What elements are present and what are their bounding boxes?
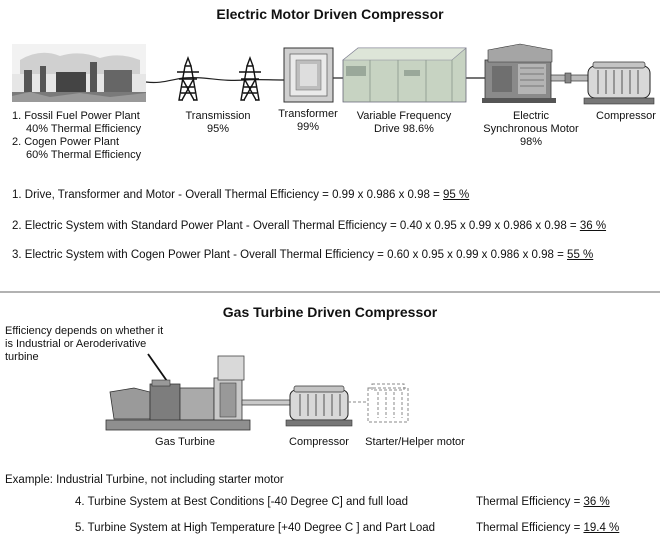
transmission-tower-2	[239, 56, 261, 101]
equation-2-text: 2. Electric System with Standard Power P…	[12, 220, 580, 232]
result-4-efficiency: Thermal Efficiency = 36 %	[476, 496, 610, 508]
electric-motor-image	[482, 43, 556, 103]
compressor-label-top: Compressor	[596, 110, 656, 122]
example-text: Example: Industrial Turbine, not includi…	[5, 474, 284, 486]
vfd-cabinet-image	[342, 47, 467, 103]
transmission-efficiency: 95%	[206, 123, 230, 135]
transformer-efficiency: 99%	[296, 121, 320, 133]
equation-3-result: 55 %	[567, 249, 594, 261]
power-cable	[145, 76, 285, 84]
turbine-note-line-2: is Industrial or Aeroderivative	[5, 338, 147, 350]
result-5-efficiency: Thermal Efficiency = 19.4 %	[476, 522, 619, 534]
equation-3-text: 3. Electric System with Cogen Power Plan…	[12, 249, 568, 261]
result-5-text: 5. Turbine System at High Temperature [+…	[75, 522, 436, 534]
gas-turbine-label: Gas Turbine	[155, 436, 215, 448]
transformer-label: Transformer	[278, 108, 338, 120]
electric-section-title: Electric Motor Driven Compressor	[216, 6, 444, 22]
result-4-eff-label: Thermal Efficiency =	[476, 496, 584, 508]
result-5-eff-label: Thermal Efficiency =	[476, 522, 584, 534]
equation-2: 2. Electric System with Standard Power P…	[12, 220, 606, 232]
turbine-note-line-1: Efficiency depends on whether it	[5, 325, 164, 337]
equation-1-result: 95 %	[443, 189, 470, 201]
turbine-note: Efficiency depends on whether it is Indu…	[5, 325, 163, 364]
compressor-label-bottom: Compressor	[289, 436, 349, 448]
motor-efficiency: 98%	[519, 136, 543, 148]
result-4-value: 36 %	[583, 496, 610, 508]
equation-1: 1. Drive, Transformer and Motor - Overal…	[12, 189, 469, 201]
result-5-value: 19.4 %	[583, 522, 620, 534]
transmission-tower-1	[177, 56, 199, 101]
plant-1-efficiency: 40% Thermal Efficiency	[26, 123, 142, 135]
gas-section-title: Gas Turbine Driven Compressor	[222, 304, 438, 320]
transmission-label: Transmission	[185, 110, 251, 122]
turbine-shaft	[241, 399, 291, 406]
vfd-label: Variable Frequency	[356, 110, 452, 122]
motor-label: Electric	[512, 110, 550, 122]
compressor-image-bottom	[285, 385, 353, 427]
label-compressor-top: Compressor	[594, 110, 658, 123]
gas-turbine-image	[105, 355, 251, 431]
compressor-image-top	[583, 61, 655, 105]
equation-1-text: 1. Drive, Transformer and Motor - Overal…	[12, 189, 444, 201]
equation-3: 3. Electric System with Cogen Power Plan…	[12, 249, 593, 261]
transformer-image	[283, 47, 334, 103]
equation-2-result: 36 %	[579, 220, 607, 232]
turbine-note-line-3: turbine	[5, 351, 39, 363]
starter-motor-label: Starter/Helper motor	[365, 436, 465, 448]
result-4-text: 4. Turbine System at Best Conditions [-4…	[75, 496, 409, 508]
label-transmission: Transmission 95%	[178, 110, 258, 136]
vfd-efficiency: Drive 98.6%	[374, 123, 434, 135]
label-power-plant: 1. Fossil Fuel Power Plant 40% Thermal E…	[12, 110, 141, 162]
power-plant-image	[12, 44, 146, 102]
starter-motor-image	[348, 383, 409, 423]
label-transformer: Transformer 99%	[273, 108, 343, 134]
label-motor: Electric Synchronous Motor 98%	[478, 110, 584, 149]
motor-label-2: Synchronous Motor	[483, 123, 579, 135]
label-vfd: Variable Frequency Drive 98.6%	[348, 110, 460, 136]
plant-2-efficiency: 60% Thermal Efficiency	[26, 149, 142, 161]
plant-2-label: 2. Cogen Power Plant	[12, 136, 120, 148]
plant-1-label: 1. Fossil Fuel Power Plant	[12, 110, 140, 122]
